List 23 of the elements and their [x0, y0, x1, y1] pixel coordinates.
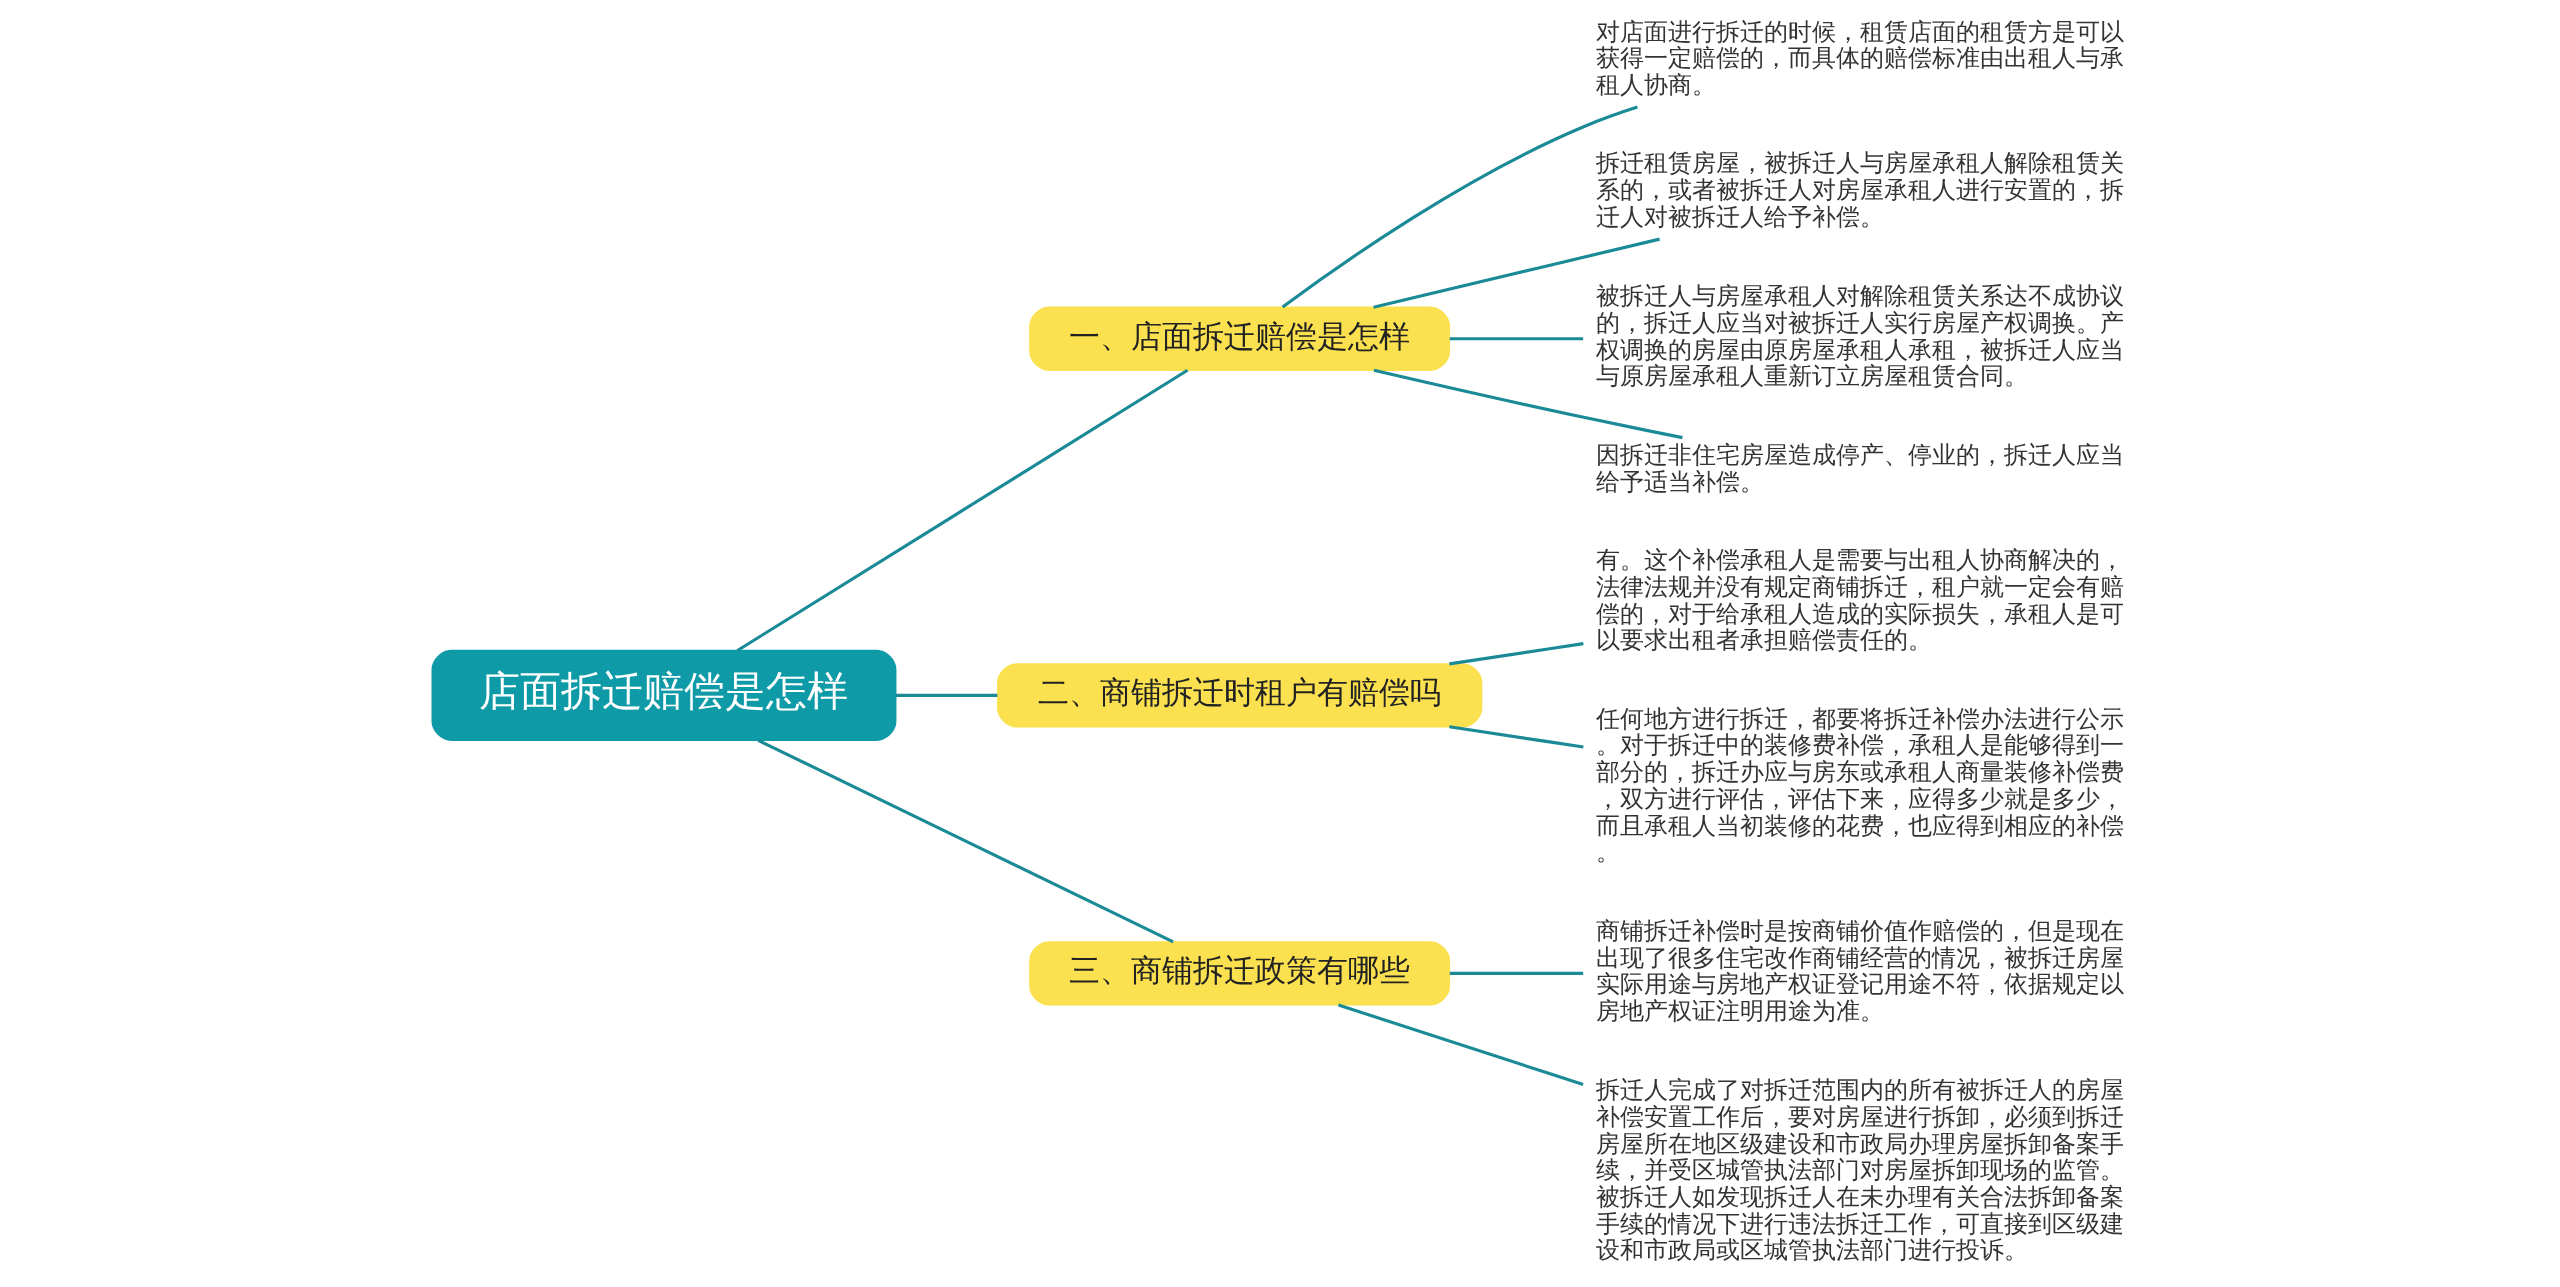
node-box: 一、店面拆迁赔偿是怎样 [1028, 306, 1450, 371]
node-text: 被拆迁人与房屋承租人对解除租赁关系达不成协议的，拆迁人应当对被拆迁人实行房屋产权调换。产权调换的房屋由原房屋承租人承租，被拆迁人应当与原房屋承租人重新订立房屋租赁合同。 [1595, 282, 2124, 391]
node-text: 对店面进行拆迁的时候，租赁店面的租赁方是可以获得一定赔偿的，而具体的赔偿标准由出租人与承租人协商。 [1595, 17, 2124, 99]
connector [1337, 1003, 1584, 1087]
connector [1449, 971, 1583, 975]
connector [1449, 337, 1583, 341]
connector [1448, 642, 1584, 666]
node-text: 任何地方进行拆迁，都要将拆迁补偿办法进行公示。对于拆迁中的装修费补偿，承租人是能够得到一部分的，拆迁办应与房东或承租人商量装修补偿费，双方进行评估，评估下来，应得多少就是多少，而且承租人当初装修的花费，也应得到相应的补偿。 [1595, 704, 2124, 867]
node-text: 拆迁租赁房屋，被拆迁人与房屋承租人解除租赁关系的，或者被拆迁人对房屋承租人进行安置的，拆迁人对被拆迁人给予补偿。 [1595, 149, 2124, 231]
node-box: 店面拆迁赔偿是怎样 [431, 649, 896, 741]
node-text: 有。这个补偿承租人是需要与出租人协商解决的，法律法规并没有规定商铺拆迁，租户就一定会有赔偿的，对于给承租人造成的实际损失，承租人是可以要求出租者承担赔偿责任的。 [1595, 546, 2124, 655]
node-box: 二、商铺拆迁时租户有赔偿吗 [996, 663, 1482, 728]
connector [736, 368, 1188, 652]
node-box: 三、商铺拆迁政策有哪些 [1028, 941, 1450, 1006]
node-text: 拆迁人完成了对拆迁范围内的所有被拆迁人的房屋补偿安置工作后，要对房屋进行拆卸，必须到拆迁房屋所在地区级建设和市政局办理房屋拆卸备案手续，并受区城管执法部门对房屋拆卸现场的监管。被拆迁人如发现拆迁人在未办理有关合法拆卸备案手续的情况下进行违法拆迁工作，可直接到区级建设和市政局或区城管执法部门进行投诉。 [1595, 1076, 2124, 1265]
connector [1373, 368, 1683, 440]
node-text: 因拆迁非住宅房屋造成停产、停业的，拆迁人应当给予适当补偿。 [1595, 440, 2124, 496]
connector [1448, 725, 1584, 749]
connector [895, 693, 997, 697]
connector [1281, 105, 1638, 309]
node-text: 商铺拆迁补偿时是按商铺价值作赔偿的，但是现在出现了很多住宅改作商铺经营的情况，被拆迁房屋实际用途与房地产权证登记用途不符，依据规定以房地产权证注明用途为准。 [1595, 916, 2124, 1025]
connector [1372, 237, 1660, 309]
connector [757, 738, 1174, 944]
